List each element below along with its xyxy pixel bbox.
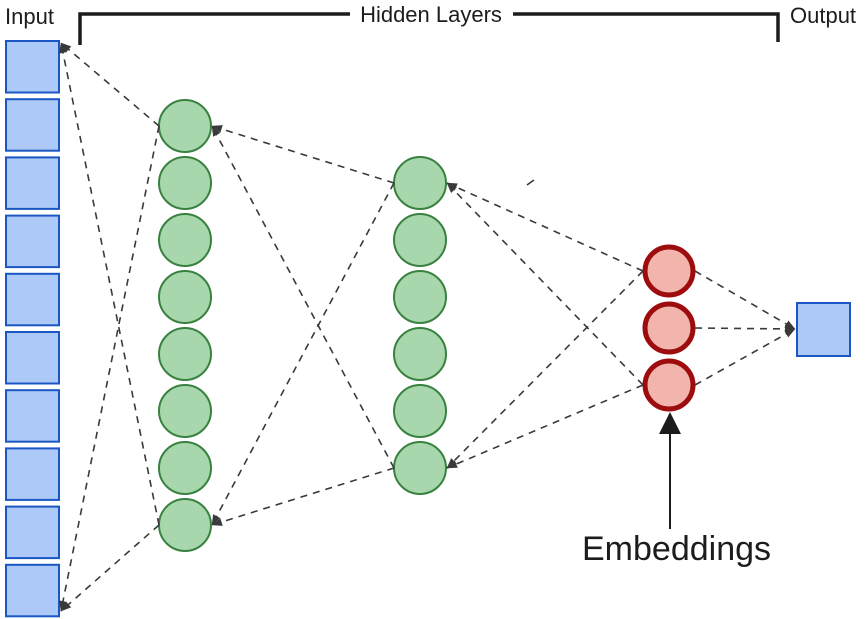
connection-line (211, 182, 395, 526)
input-node (5, 505, 60, 560)
input-label: Input (5, 4, 54, 29)
hidden-layers-bracket (78, 12, 780, 45)
hidden-node (158, 213, 212, 267)
connection-line (60, 524, 160, 612)
hidden-node (158, 270, 212, 324)
hidden-node (393, 156, 447, 210)
embeddings-arrow-icon (659, 412, 681, 529)
diagram-labels: Input Hidden Layers Output Embeddings (5, 2, 856, 568)
hidden-node (158, 441, 212, 495)
hidden-node (158, 99, 212, 153)
input-node (5, 214, 60, 269)
stray-dash (526, 179, 535, 186)
output-node (796, 302, 851, 357)
output-label: Output (790, 3, 856, 28)
hidden-node (393, 441, 447, 495)
input-node (5, 156, 60, 210)
embeddings-label: Embeddings (582, 530, 771, 568)
input-node (5, 272, 60, 327)
connection-line (59, 125, 160, 612)
input-node (5, 389, 60, 443)
connection-line (211, 125, 395, 469)
hidden-node (158, 156, 212, 210)
hidden-node (393, 270, 447, 324)
hidden-layers-label: Hidden Layers (360, 2, 502, 27)
connection-line (59, 42, 160, 526)
input-node (5, 331, 60, 385)
hidden-node (158, 384, 212, 438)
connection-line (694, 270, 796, 330)
connection-line (211, 125, 395, 184)
embedding-node (642, 301, 696, 355)
network-connections (59, 42, 796, 612)
network-nodes (5, 40, 851, 618)
input-node (5, 447, 60, 501)
connection-line (694, 324, 796, 333)
hidden-node (393, 327, 447, 381)
hidden-node (393, 213, 447, 267)
input-node (5, 98, 60, 152)
embedding-node (642, 244, 696, 298)
connection-line (694, 328, 796, 386)
hidden-node (393, 384, 447, 438)
connection-line (211, 467, 395, 526)
input-node (5, 40, 60, 94)
connection-line (446, 182, 644, 272)
hidden-node (158, 498, 212, 552)
hidden-node (158, 327, 212, 381)
connection-line (446, 270, 644, 469)
embedding-node (642, 358, 696, 412)
connection-line (60, 42, 160, 127)
connection-line (446, 384, 644, 469)
connection-line (446, 182, 644, 386)
input-node (5, 563, 60, 618)
